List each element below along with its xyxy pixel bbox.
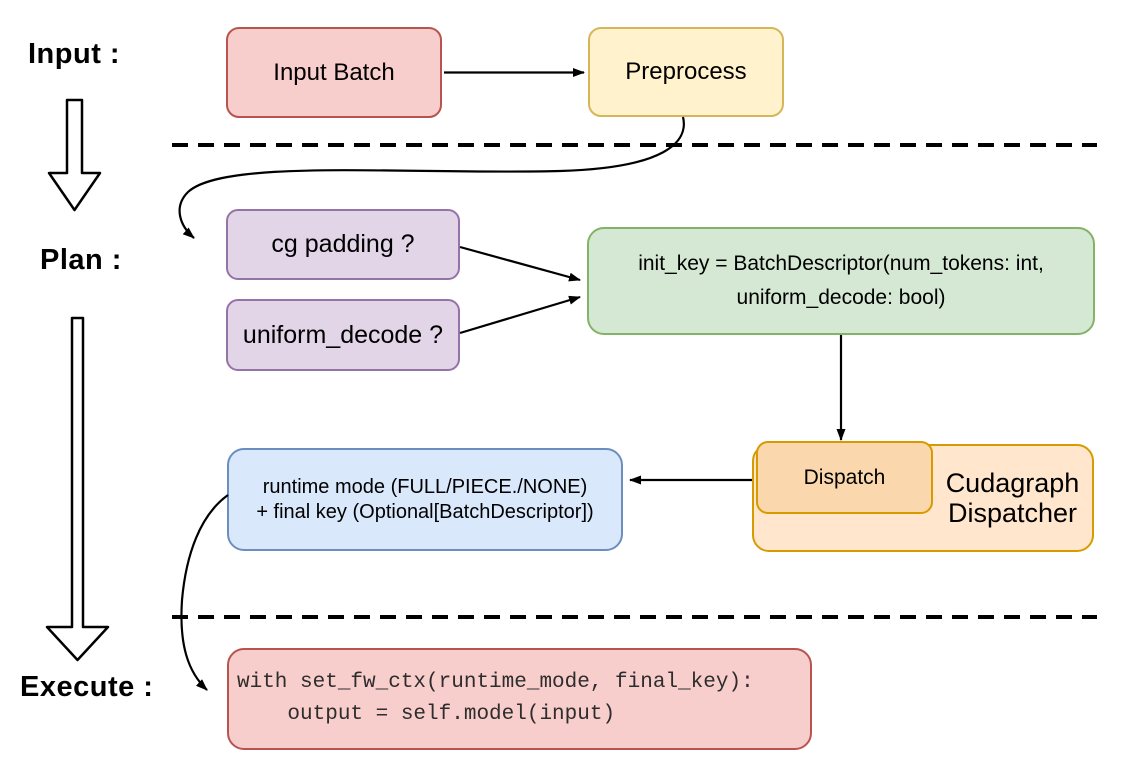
- node-execute-code: with set_fw_ctx(runtime_mode, final_key)…: [227, 648, 812, 750]
- phase-arrow-plan-to-execute: [45, 316, 110, 662]
- arrow-runtime-mode-to-execute-code: [180, 494, 229, 691]
- node-input-batch-label: Input Batch: [273, 58, 395, 86]
- execute-code-line2: output = self.model(input): [237, 703, 616, 726]
- arrow-uniform-decode-to-init-key: [459, 295, 581, 335]
- node-init-key-line2: uniform_decode: bool): [736, 286, 946, 309]
- node-init-key-line1: init_key = BatchDescriptor(num_tokens: i…: [638, 252, 1044, 275]
- arrow-cg-padding-to-init-key: [459, 245, 581, 282]
- node-uniform-decode: uniform_decode ?: [226, 299, 460, 371]
- node-init-key: init_key = BatchDescriptor(num_tokens: i…: [587, 227, 1095, 335]
- node-uniform-decode-label: uniform_decode ?: [242, 320, 444, 349]
- node-runtime-mode-line2: + final key (Optional[BatchDescriptor]): [256, 500, 594, 523]
- phase-label-input: Input :: [28, 38, 121, 70]
- cudagraph-label-line1: Cudagraph: [945, 468, 1080, 498]
- node-cg-padding: cg padding ?: [226, 209, 460, 280]
- node-runtime-mode: runtime mode (FULL/PIECE./NONE) + final …: [227, 448, 623, 551]
- phase-label-plan: Plan :: [40, 244, 122, 276]
- node-preprocess-label: Preprocess: [625, 58, 747, 85]
- node-dispatch: Dispatch: [756, 441, 933, 514]
- cudagraph-label-line2: Dispatcher: [947, 498, 1078, 528]
- phase-arrow-input-to-plan: [47, 98, 102, 212]
- node-cg-padding-label: cg padding ?: [271, 230, 415, 258]
- phase-label-execute: Execute :: [20, 671, 154, 703]
- execute-code-line1: with set_fw_ctx(runtime_mode, final_key)…: [237, 671, 754, 694]
- node-input-batch: Input Batch: [226, 27, 442, 118]
- node-dispatch-label: Dispatch: [803, 465, 886, 489]
- node-runtime-mode-line1: runtime mode (FULL/PIECE./NONE): [262, 475, 588, 498]
- node-preprocess: Preprocess: [588, 27, 784, 117]
- node-cudagraph-dispatcher-label: Cudagraph Dispatcher: [931, 444, 1094, 552]
